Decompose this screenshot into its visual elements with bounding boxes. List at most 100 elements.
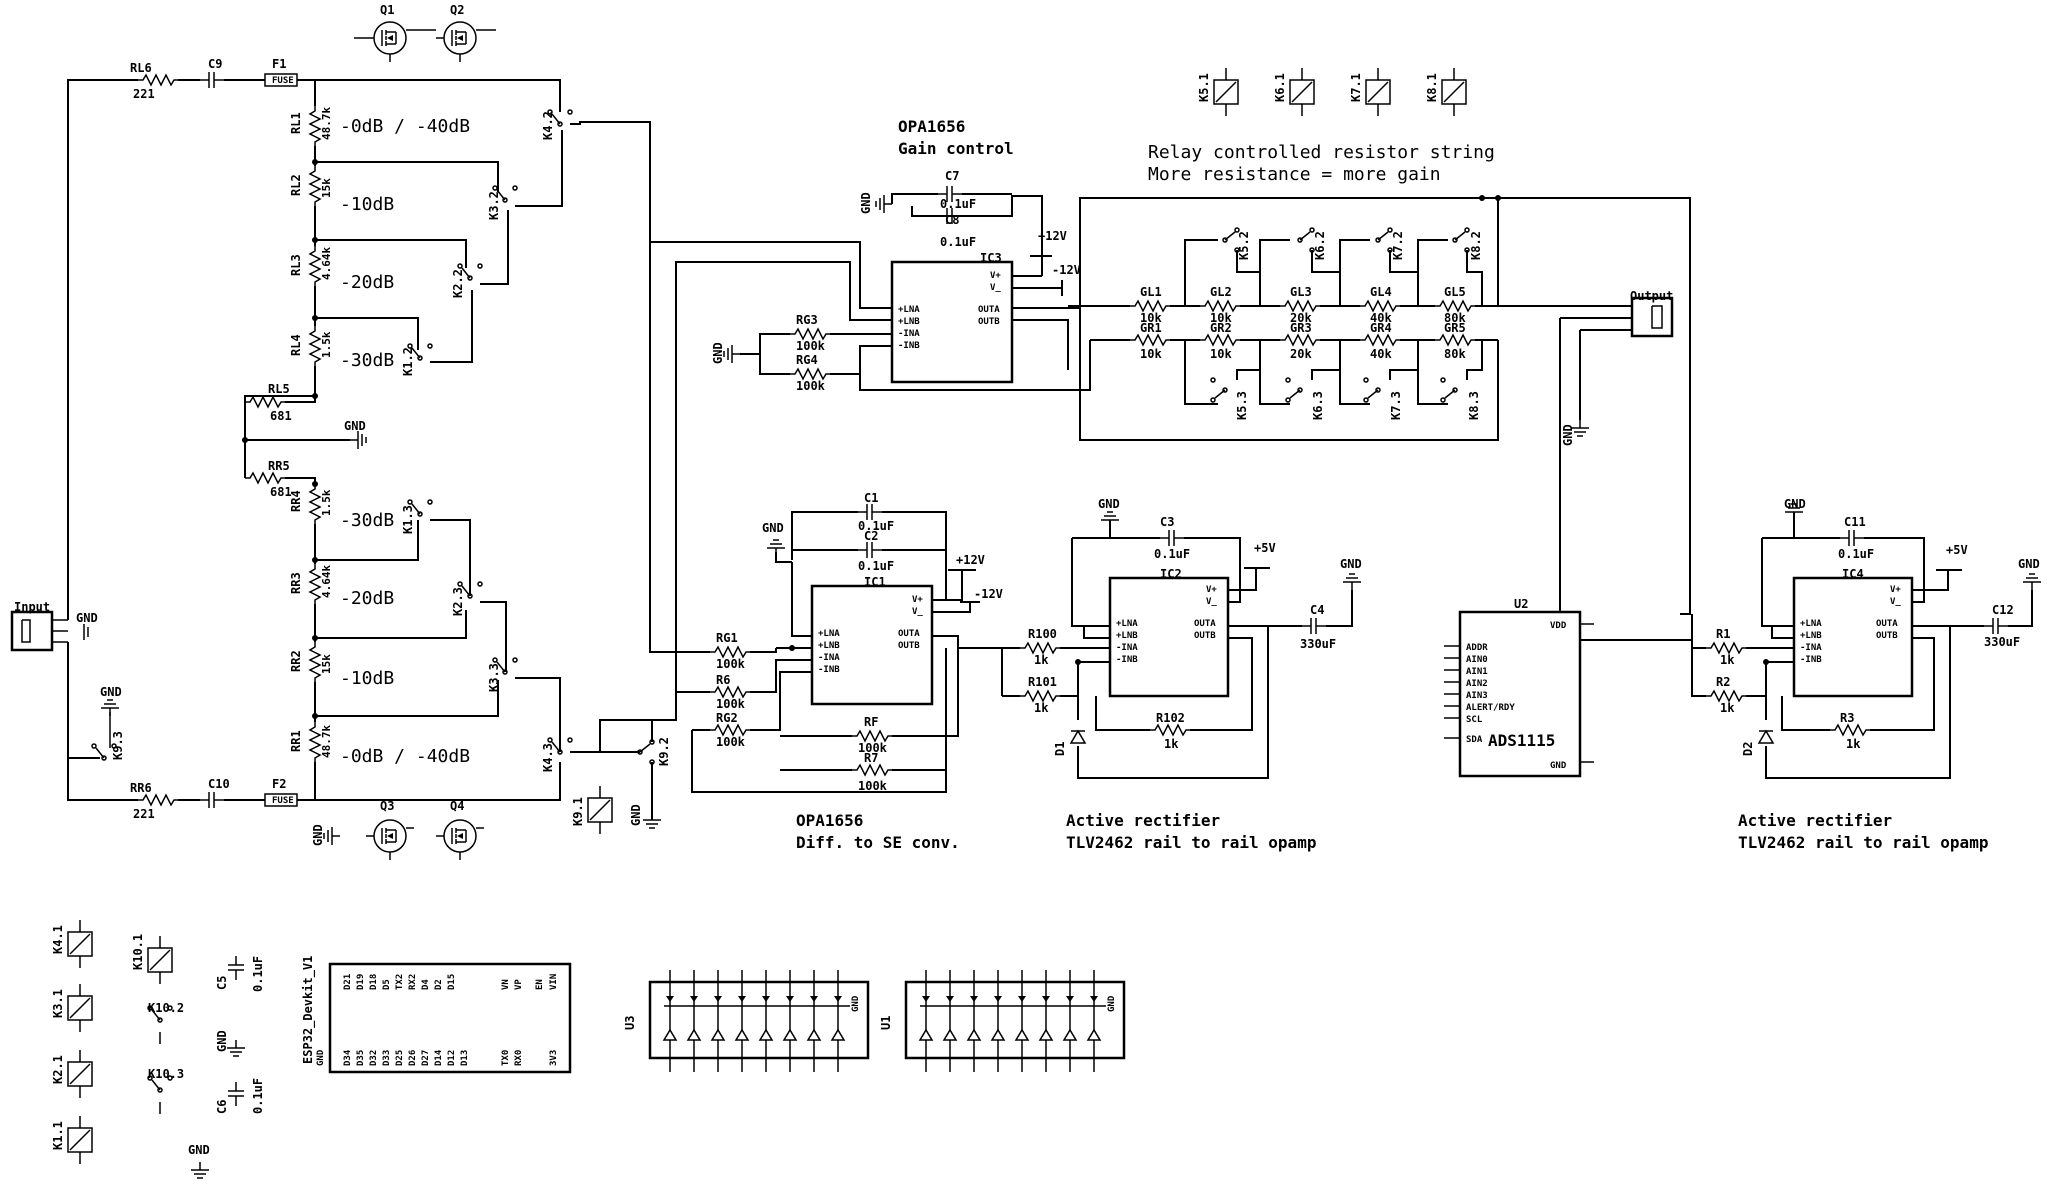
svg-text:K7.1: K7.1 <box>1349 73 1363 102</box>
svg-text:-INB: -INB <box>898 341 920 351</box>
rl6-val: 221 <box>133 87 155 101</box>
svg-text:D13: D13 <box>460 1050 470 1066</box>
driver-cell <box>966 970 982 1072</box>
svg-text:-INA: -INA <box>1800 643 1822 653</box>
ic4-gnd: GND <box>1784 497 1806 511</box>
gl3-val: 20k <box>1290 311 1312 325</box>
gr4-ref: GR4 <box>1370 321 1392 335</box>
gl4-val: 40k <box>1370 311 1392 325</box>
coil-k81: K8.1 <box>1425 67 1467 117</box>
svg-text:U1: U1 <box>879 1016 893 1030</box>
svg-text:K4.2: K4.2 <box>541 111 555 140</box>
svg-text:D14: D14 <box>434 1049 444 1066</box>
svg-text:D32: D32 <box>369 1050 379 1066</box>
rg2-ref: RG2 <box>716 711 738 725</box>
driver-cell <box>1086 970 1102 1072</box>
svg-text:RX0: RX0 <box>514 1050 524 1066</box>
driver-cell <box>990 970 1006 1072</box>
svg-text:K2.3: K2.3 <box>451 587 465 616</box>
r101-val: 1k <box>1034 701 1049 715</box>
svg-text:K2.1: K2.1 <box>51 1055 65 1084</box>
k83-ref: K8.3 <box>1467 391 1481 420</box>
svg-text:ESP32_Devkit_V1: ESP32_Devkit_V1 <box>301 956 316 1064</box>
svg-text:SCL: SCL <box>1466 715 1483 725</box>
gr2-val: 10k <box>1210 347 1232 361</box>
rg1-val: 100k <box>716 657 746 671</box>
c11-ref: C11 <box>1844 515 1866 529</box>
svg-text:D33: D33 <box>382 1050 392 1066</box>
rl2-val: 15k <box>320 178 333 198</box>
svg-text:V_: V_ <box>1206 597 1217 607</box>
relay-coil-k91: K9.1 <box>571 785 613 835</box>
c9-ref: C9 <box>208 57 222 71</box>
coil-k51: K5.1 <box>1197 67 1239 117</box>
ic4-p5: +5V <box>1946 543 1968 557</box>
diff-desc: Diff. to SE conv. <box>796 833 960 852</box>
svg-text:ALERT/RDY: ALERT/RDY <box>1466 703 1515 713</box>
rg3-ref: RG3 <box>796 313 818 327</box>
rl4-val: 1.5k <box>320 331 333 358</box>
k62-ref: K6.2 <box>1313 231 1327 260</box>
relay-switch-k92: K9.2 <box>637 737 671 766</box>
k82-ref: K8.2 <box>1469 231 1483 260</box>
svg-text:V_: V_ <box>1890 597 1901 607</box>
driver-cell <box>758 970 774 1072</box>
svg-text:V+: V+ <box>1206 585 1217 595</box>
gr4-val: 40k <box>1370 347 1392 361</box>
svg-text:+LNA: +LNA <box>898 305 920 315</box>
c4-gnd: GND <box>1340 557 1362 571</box>
switch-k102: K10.2 <box>147 1001 184 1044</box>
coil-k21: K2.1 <box>51 1049 93 1099</box>
input-label: Input <box>14 600 50 614</box>
ic1-gnd: GND <box>762 521 784 535</box>
rg4-ref: RG4 <box>796 353 818 367</box>
k93-gnd: GND <box>100 685 122 699</box>
svg-text:K9.1: K9.1 <box>571 797 585 826</box>
coil-k71: K7.1 <box>1349 67 1391 117</box>
gl4-ref: GL4 <box>1370 285 1392 299</box>
k53-ref: K5.3 <box>1235 391 1249 420</box>
rg3-val: 100k <box>796 339 826 353</box>
svg-text:D34: D34 <box>343 1049 353 1066</box>
svg-text:-INA: -INA <box>818 653 840 663</box>
q3-gnd: GND <box>311 824 325 846</box>
c8-val: 0.1uF <box>940 235 976 249</box>
ic4-opamp: IC4 +LNA +LNB -INA -INB OUTA OUTB V+ V_ <box>1792 567 1914 698</box>
svg-text:SDA: SDA <box>1466 735 1483 745</box>
svg-text:OUTB: OUTB <box>978 317 1000 327</box>
c5-val: 0.1uF <box>251 956 265 992</box>
svg-text:ADDR: ADDR <box>1466 643 1488 653</box>
rr2-step: -10dB <box>340 668 394 689</box>
u3-gnd: GND <box>851 995 861 1012</box>
c6-val: 0.1uF <box>251 1078 265 1114</box>
svg-text:D18: D18 <box>369 974 379 990</box>
relay-switch-k13: K1.3 <box>401 499 433 534</box>
r6-ref: R6 <box>716 673 730 687</box>
rr3-ref: RR3 <box>289 572 303 594</box>
k93-ref: K9.3 <box>111 731 125 760</box>
svg-text:IC1: IC1 <box>864 575 886 589</box>
rr2-ref: RR2 <box>289 650 303 672</box>
svg-text:D5: D5 <box>382 979 392 990</box>
q4-ref: Q4 <box>450 799 464 813</box>
rr4-val: 1.5k <box>320 489 333 516</box>
rl1-step: -0dB / -40dB <box>340 116 470 137</box>
ic3-opamp: IC3 +LNA +LNB -INA -INB OUTA OUTB V+ V_ <box>890 251 1014 384</box>
c5-ref: C5 <box>215 976 229 990</box>
rg-gnd: GND <box>711 342 725 364</box>
f2-fuse-text: FUSE <box>272 796 294 806</box>
gr5-val: 80k <box>1444 347 1466 361</box>
r6-val: 100k <box>716 697 746 711</box>
rect1-title: Active rectifier <box>1066 811 1220 830</box>
svg-text:VIN: VIN <box>549 974 559 990</box>
ic3-p12: +12V <box>1038 229 1067 243</box>
coil-k31: K3.1 <box>51 983 93 1033</box>
c5-gnd: GND <box>215 1030 229 1052</box>
rl1-ref: RL1 <box>289 112 303 134</box>
svg-text:K1.3: K1.3 <box>401 505 415 534</box>
svg-text:-INA: -INA <box>898 329 920 339</box>
r7-ref: R7 <box>864 751 878 765</box>
gl1-ref: GL1 <box>1140 285 1162 299</box>
svg-text:+LNB: +LNB <box>1800 631 1822 641</box>
d2-ref: D2 <box>1741 742 1755 756</box>
